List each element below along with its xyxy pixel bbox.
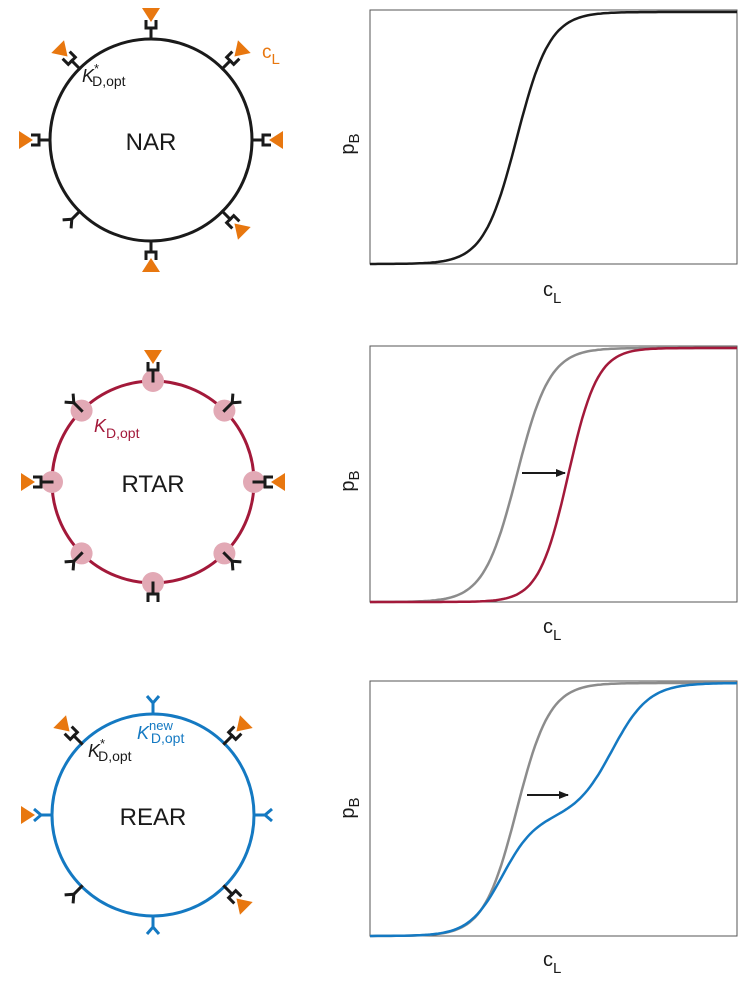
- rtar-affinity-label: KD,opt: [94, 416, 140, 441]
- receptor: [213, 393, 242, 422]
- nar-cell-diagram: NAR K*D,opt cL: [19, 8, 283, 272]
- receptor: [51, 40, 82, 71]
- receptor: [142, 8, 160, 41]
- receptor: [64, 393, 93, 422]
- x-axis-label: cL: [543, 949, 561, 977]
- ligand-triangle: [142, 8, 160, 22]
- receptor: [64, 884, 84, 904]
- nar-receptors: [19, 8, 283, 272]
- rtar-cell-label: RTAR: [121, 471, 184, 498]
- ligand-triangle: [142, 258, 160, 272]
- receptor: [53, 715, 84, 746]
- rear-binding-plot: pB cL: [337, 680, 738, 977]
- ligand-triangle: [21, 806, 35, 824]
- receptor: [142, 572, 164, 602]
- reference-binding-curve: [370, 346, 737, 604]
- nar-affinity-label: K*D,opt: [82, 61, 126, 89]
- new-receptor: [145, 695, 161, 716]
- receptor: [222, 715, 253, 746]
- rtar-binding-curve: [370, 346, 737, 604]
- receptor: [21, 471, 63, 493]
- rear-receptors: [21, 695, 273, 935]
- receptor: [250, 131, 283, 149]
- ligand-triangle: [144, 350, 162, 364]
- receptor: [243, 471, 285, 493]
- plot-frame: [369, 345, 738, 603]
- new-receptor: [252, 807, 273, 823]
- plot-frame: [369, 680, 738, 937]
- y-axis-label: pB: [337, 470, 363, 491]
- rear-binding-curve: [370, 681, 738, 938]
- receptor: [220, 209, 251, 240]
- ligand-concentration-label: cL: [262, 42, 280, 68]
- receptor: [19, 131, 52, 149]
- receptor: [62, 209, 82, 229]
- nar-binding-curve: [370, 10, 737, 266]
- y-axis-label: pB: [337, 797, 363, 818]
- receptor: [213, 542, 242, 571]
- new-receptor: [21, 806, 54, 824]
- ligand-triangle: [51, 40, 68, 57]
- ligand-triangle: [234, 223, 251, 240]
- receptor: [142, 239, 160, 272]
- panel-rtar: RTAR KD,opt pB cL: [21, 345, 738, 644]
- panel-nar: NAR K*D,opt cL pB cL: [19, 8, 738, 307]
- receptor: [142, 350, 164, 392]
- receptor: [222, 884, 253, 915]
- x-axis-label: cL: [543, 279, 561, 307]
- reference-binding-curve: [370, 681, 737, 938]
- rear-affinity-label: K*D,opt: [88, 736, 132, 764]
- rear-cell-label: REAR: [120, 804, 187, 831]
- ligand-triangle: [53, 715, 70, 732]
- nar-binding-plot: pB cL: [337, 9, 738, 307]
- ligand-triangle: [236, 898, 253, 915]
- y-axis-label: pB: [337, 133, 363, 154]
- receptor: [64, 542, 93, 571]
- new-receptor: [145, 914, 161, 935]
- ligand-triangle: [21, 473, 35, 491]
- ligand-triangle: [269, 131, 283, 149]
- nar-cell-label: NAR: [126, 129, 177, 156]
- ligand-triangle: [236, 715, 253, 732]
- x-axis-label: cL: [543, 616, 561, 644]
- ligand-triangle: [234, 40, 251, 57]
- receptor: [220, 40, 251, 71]
- rtar-binding-plot: pB cL: [337, 345, 738, 644]
- rtar-receptors: [21, 350, 285, 602]
- rtar-cell-diagram: RTAR KD,opt: [21, 350, 285, 602]
- plot-frame: [369, 9, 738, 265]
- ligand-triangle: [19, 131, 33, 149]
- ligand-triangle: [271, 473, 285, 491]
